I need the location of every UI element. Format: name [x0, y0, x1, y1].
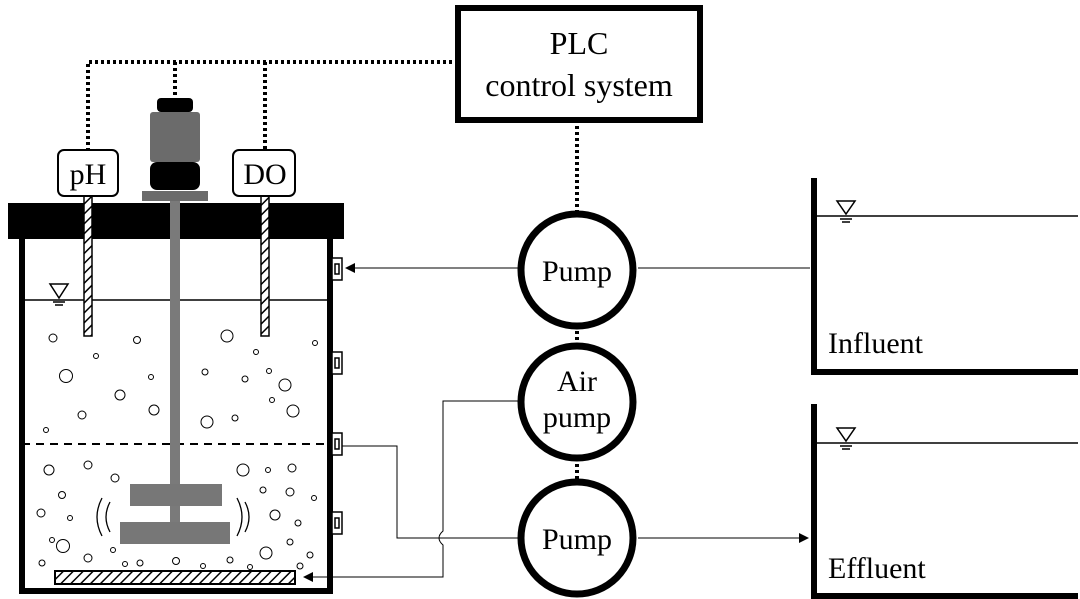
control-signal-lines	[86, 60, 579, 482]
motor-body	[150, 112, 200, 162]
air-pump: Air pump	[517, 342, 637, 462]
decant-line	[342, 445, 520, 539]
plc-control-box: PLC control system	[455, 5, 703, 123]
ph-probe: pH	[57, 149, 119, 337]
air-pump-label-line2: pump	[543, 401, 611, 434]
do-probe: DO	[232, 149, 296, 337]
air-bubbles	[36, 329, 318, 570]
port-fittings	[331, 257, 343, 535]
reactor-tank	[8, 203, 344, 594]
ph-label: pH	[70, 158, 107, 191]
do-label: DO	[243, 158, 286, 191]
influent-label: Influent	[828, 327, 924, 360]
reactor-wall	[19, 239, 333, 594]
plc-title: PLC	[550, 25, 609, 61]
effluent-tank: Effluent	[811, 404, 1078, 599]
motor-lower	[150, 162, 200, 190]
effluent-pump-label: Pump	[542, 523, 612, 556]
upper-paddle	[130, 484, 222, 506]
plc-subtitle: control system	[485, 67, 673, 103]
motor-cap	[157, 98, 193, 112]
influent-water-level-symbol	[835, 200, 857, 223]
influent-pump-label: Pump	[542, 255, 612, 288]
water-level-symbol	[48, 283, 70, 306]
effluent-label: Effluent	[828, 552, 926, 585]
air-supply-line	[303, 400, 520, 582]
aeration-diffuser	[54, 570, 296, 585]
aerator-sound-waves	[96, 497, 250, 537]
stirrer	[120, 98, 230, 544]
flow-pipes	[303, 263, 810, 582]
motor-mount	[142, 191, 208, 201]
effluent-water-level-symbol	[835, 427, 857, 450]
air-pump-label-line1: Air	[557, 365, 597, 398]
influent-tank: Influent	[811, 178, 1078, 375]
effluent-pump: Pump	[517, 478, 637, 598]
influent-pump: Pump	[517, 210, 637, 330]
stirrer-shaft	[170, 200, 180, 530]
lower-paddle	[120, 522, 230, 544]
